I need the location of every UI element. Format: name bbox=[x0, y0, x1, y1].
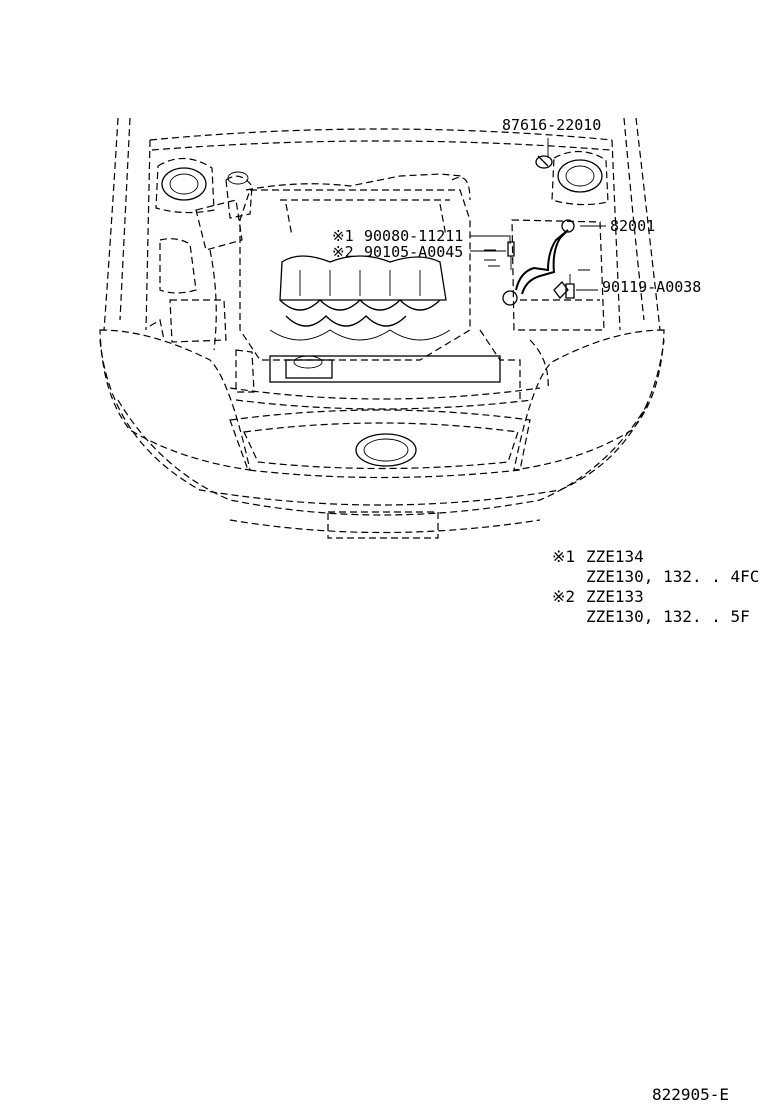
applicability-notes: ※1 ZZE134 ZZE130, 132. . 4FC ※2 ZZE133 Z… bbox=[552, 547, 759, 626]
right-headlight bbox=[513, 329, 665, 471]
leader-lines bbox=[470, 138, 606, 291]
note-2-marker: ※2 bbox=[552, 587, 575, 606]
vehicle-body-outline bbox=[99, 117, 665, 539]
battery-area bbox=[451, 176, 605, 400]
note-2-line-1: ZZE133 bbox=[586, 587, 644, 606]
part-label-90105: 90105-A0045 bbox=[364, 243, 463, 261]
part-label-90119: 90119-A0038 bbox=[602, 278, 701, 296]
note-1-marker: ※1 bbox=[552, 547, 575, 566]
front-grille bbox=[229, 409, 531, 479]
part-label-82001: 82001 bbox=[610, 217, 655, 235]
note-2-line-2: ZZE130, 132. . 5F bbox=[586, 607, 750, 626]
engine-block bbox=[229, 189, 541, 410]
note-1-line-2: ZZE130, 132. . 4FC bbox=[586, 567, 759, 586]
ground-cable bbox=[502, 219, 575, 306]
note-1-line-1: ZZE134 bbox=[586, 547, 644, 566]
bolt-part bbox=[484, 241, 515, 270]
drawing-number: 822905-E bbox=[652, 1085, 729, 1104]
part-marker-1: ※1 bbox=[332, 227, 354, 245]
grommet-part bbox=[535, 155, 553, 169]
strut-towers bbox=[155, 150, 609, 214]
bolt-part-90119 bbox=[565, 269, 590, 299]
part-label-87616: 87616-22010 bbox=[502, 116, 601, 134]
part-label-90080: 90080-11211 bbox=[364, 227, 463, 245]
left-headlight bbox=[99, 329, 251, 471]
left-engine-components bbox=[149, 171, 463, 393]
part-marker-2: ※2 bbox=[332, 243, 354, 261]
